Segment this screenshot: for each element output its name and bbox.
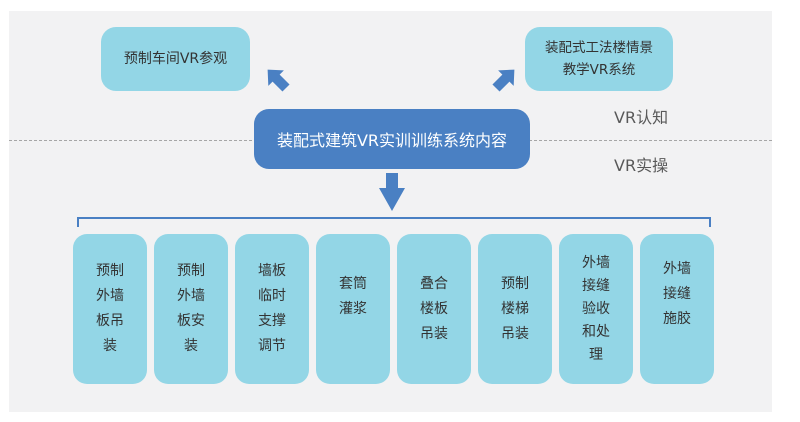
vr-teaching-system-label: 装配式工法楼情景 教学VR系统 [545,40,653,78]
card-joint-inspection: 外墙接缝验收和处理 [559,234,633,384]
center-system-box: 装配式建筑VR实训训练系统内容 [254,109,530,169]
card-composite-slab-hoisting: 叠合楼板吊装 [397,234,471,384]
card-label: 叠合楼板吊装 [419,275,448,342]
card-label: 预制楼梯吊装 [500,275,529,342]
arrow-down-icon [379,173,405,211]
card-label: 预制外墙板安装 [176,263,205,354]
card-label: 套筒灌浆 [338,275,367,317]
card-label: 外墙接缝验收和处理 [581,254,610,363]
card-label: 预制外墙板吊装 [95,263,124,354]
card-precast-stair-hoisting: 预制楼梯吊装 [478,234,552,384]
vr-teaching-system-box: 装配式工法楼情景 教学VR系统 [525,27,673,91]
arrow-up-left-icon [267,69,290,92]
arrow-up-right-icon [492,69,515,92]
card-label: 墙板临时支撑调节 [257,263,286,354]
center-system-title: 装配式建筑VR实训训练系统内容 [276,131,508,150]
card-precast-wall-hoisting: 预制外墙板吊装 [73,234,147,384]
section-label-vr-practice: VR实操 [614,156,669,175]
card-wall-temporary-support: 墙板临时支撑调节 [235,234,309,384]
cards-bracket [77,217,711,227]
section-label-vr-cognition: VR认知 [614,108,669,127]
card-sleeve-grouting: 套筒灌浆 [316,234,390,384]
card-precast-wall-installation: 预制外墙板安装 [154,234,228,384]
vr-workshop-tour-box: 预制车间VR参观 [101,27,250,91]
card-joint-sealing: 外墙接缝施胶 [640,234,714,384]
card-label: 外墙接缝施胶 [662,260,691,327]
vr-workshop-tour-label: 预制车间VR参观 [123,51,228,67]
